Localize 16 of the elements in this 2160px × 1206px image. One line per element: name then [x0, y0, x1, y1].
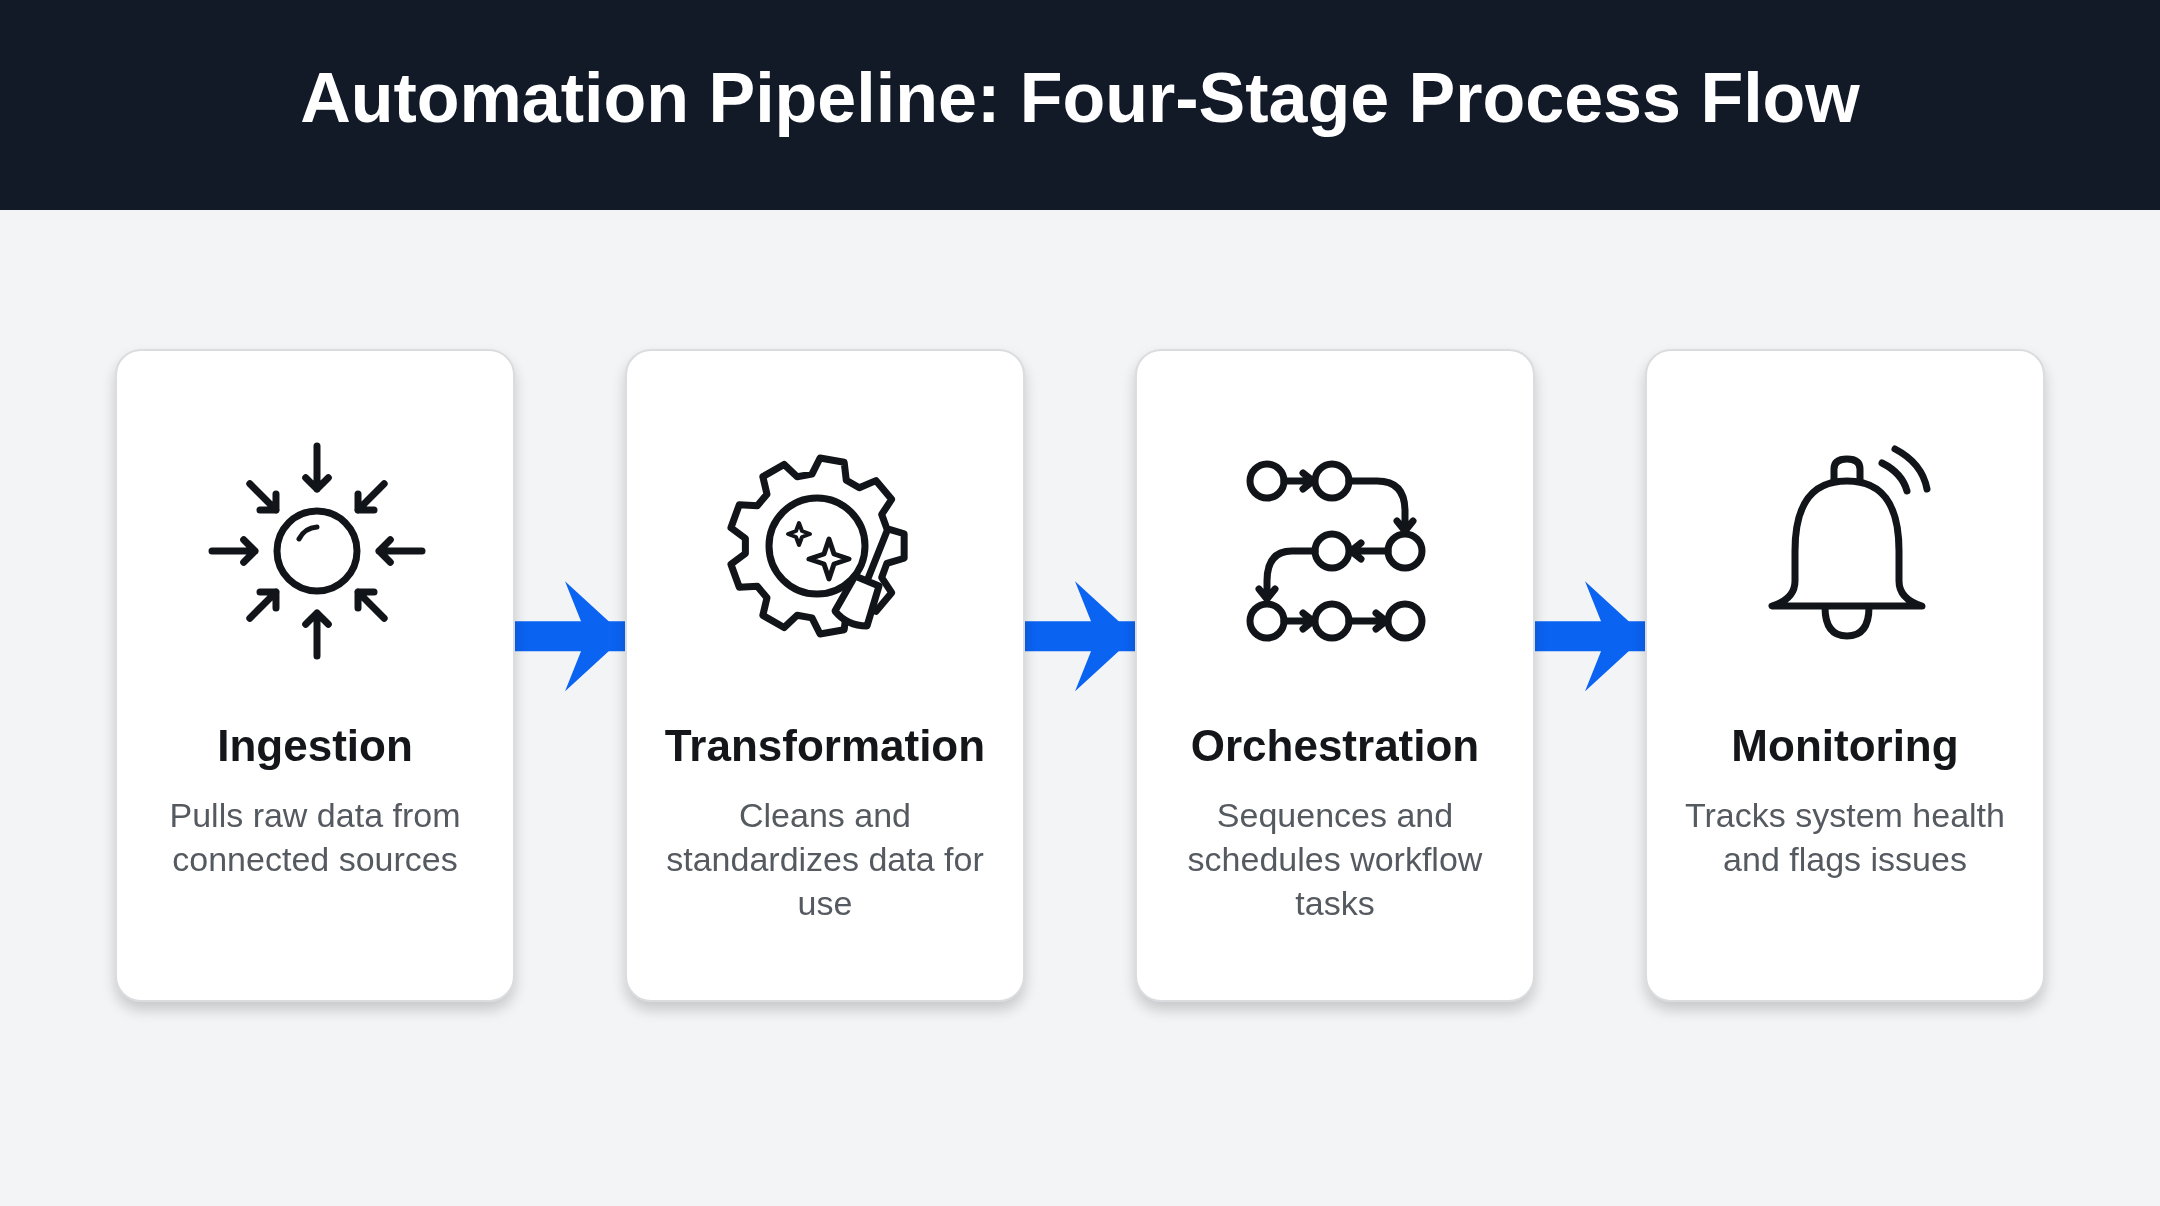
stage-title: Monitoring [1731, 721, 1959, 771]
stage-card [1135, 349, 1535, 1002]
diagram-title: Automation Pipeline: Four-Stage Process Flow [300, 58, 1860, 138]
stage-card [1645, 349, 2045, 1002]
stage-description: Tracks system health and flags issues [1684, 795, 2006, 880]
stage-title: Ingestion [217, 721, 413, 771]
flow-arrow [1535, 581, 1645, 692]
flow-arrow [515, 581, 625, 692]
stage-description: Cleans and standardizes data for use [665, 795, 985, 924]
stage-description: Sequences and schedules workflow tasks [1186, 795, 1484, 924]
stage-title: Orchestration [1190, 721, 1480, 771]
stage-card [625, 349, 1025, 1002]
stage-description: Pulls raw data from connected sources [168, 795, 462, 880]
stage-title: Transformation [664, 721, 986, 771]
stage-card [115, 349, 515, 1002]
flow-arrow [1025, 581, 1135, 692]
